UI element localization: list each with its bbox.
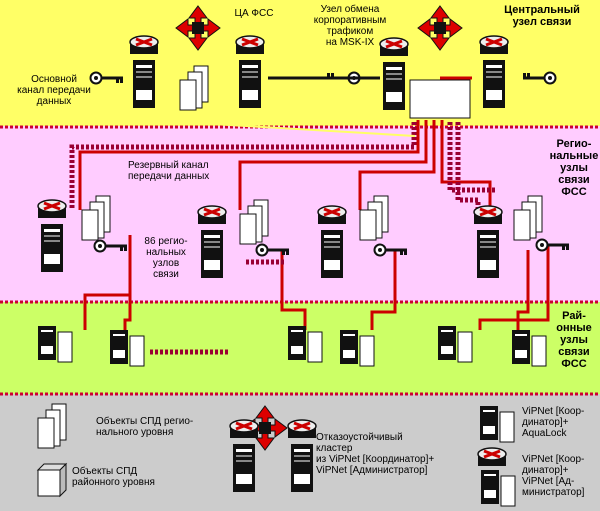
server-icon xyxy=(201,230,223,278)
central-node-title: Центральный узел связи xyxy=(504,4,580,28)
server-icon xyxy=(239,60,261,108)
router-icon xyxy=(476,446,508,468)
router-icon xyxy=(478,34,510,56)
legend-coordinator-aqualock: ViPNet [Коор- динатор]+ AquaLock xyxy=(522,406,585,439)
server-icon xyxy=(41,224,63,272)
router-icon xyxy=(228,418,260,440)
router-icon xyxy=(128,34,160,56)
district-objects-icon xyxy=(37,463,67,497)
legend-coordinator-admin: ViPNet [Коор- динатор]+ ViPNet [Ад- мини… xyxy=(522,454,585,498)
legend-regional-objects: Объекты СПД регио- нального уровня xyxy=(96,416,194,438)
exchange-node-label: Узел обмена корпоративным трафиком на MS… xyxy=(313,4,387,48)
legend-cluster: Отказоустойчивый кластер из ViPNet [Коор… xyxy=(316,432,435,476)
legend-district-objects: Объекты СПД районного уровня xyxy=(72,466,155,488)
backup-channel-lines xyxy=(69,122,495,355)
backup-channel-label: Резервный канал передачи данных xyxy=(128,160,210,182)
district-equipment xyxy=(37,325,547,367)
server-icon xyxy=(233,444,255,492)
ca-fss-label: ЦА ФСС xyxy=(234,8,274,19)
main-channel-label: Основной канал передачи данных xyxy=(17,74,91,107)
server-icon xyxy=(321,230,343,278)
router-icon xyxy=(472,204,504,226)
server-icon xyxy=(291,444,313,492)
router-icon xyxy=(286,418,318,440)
router-icon xyxy=(234,34,266,56)
central-equipment xyxy=(89,5,557,119)
server-icon xyxy=(483,60,505,108)
main-channel-lines xyxy=(78,76,550,330)
regional-nodes-title: Регио- нальные узлы связи ФСС xyxy=(549,138,599,198)
router-icon xyxy=(36,198,68,220)
main-channel-pointer xyxy=(59,114,416,137)
regional-count-label: 86 регио- нальных узлов связи xyxy=(144,236,188,280)
server-icon xyxy=(383,62,405,110)
district-nodes-title: Рай- онные узлы связи ФСС xyxy=(556,310,592,370)
router-icon xyxy=(196,204,228,226)
exchange-switch-icon xyxy=(409,79,471,119)
server-icon xyxy=(133,60,155,108)
router-icon xyxy=(316,204,348,226)
server-icon xyxy=(477,230,499,278)
